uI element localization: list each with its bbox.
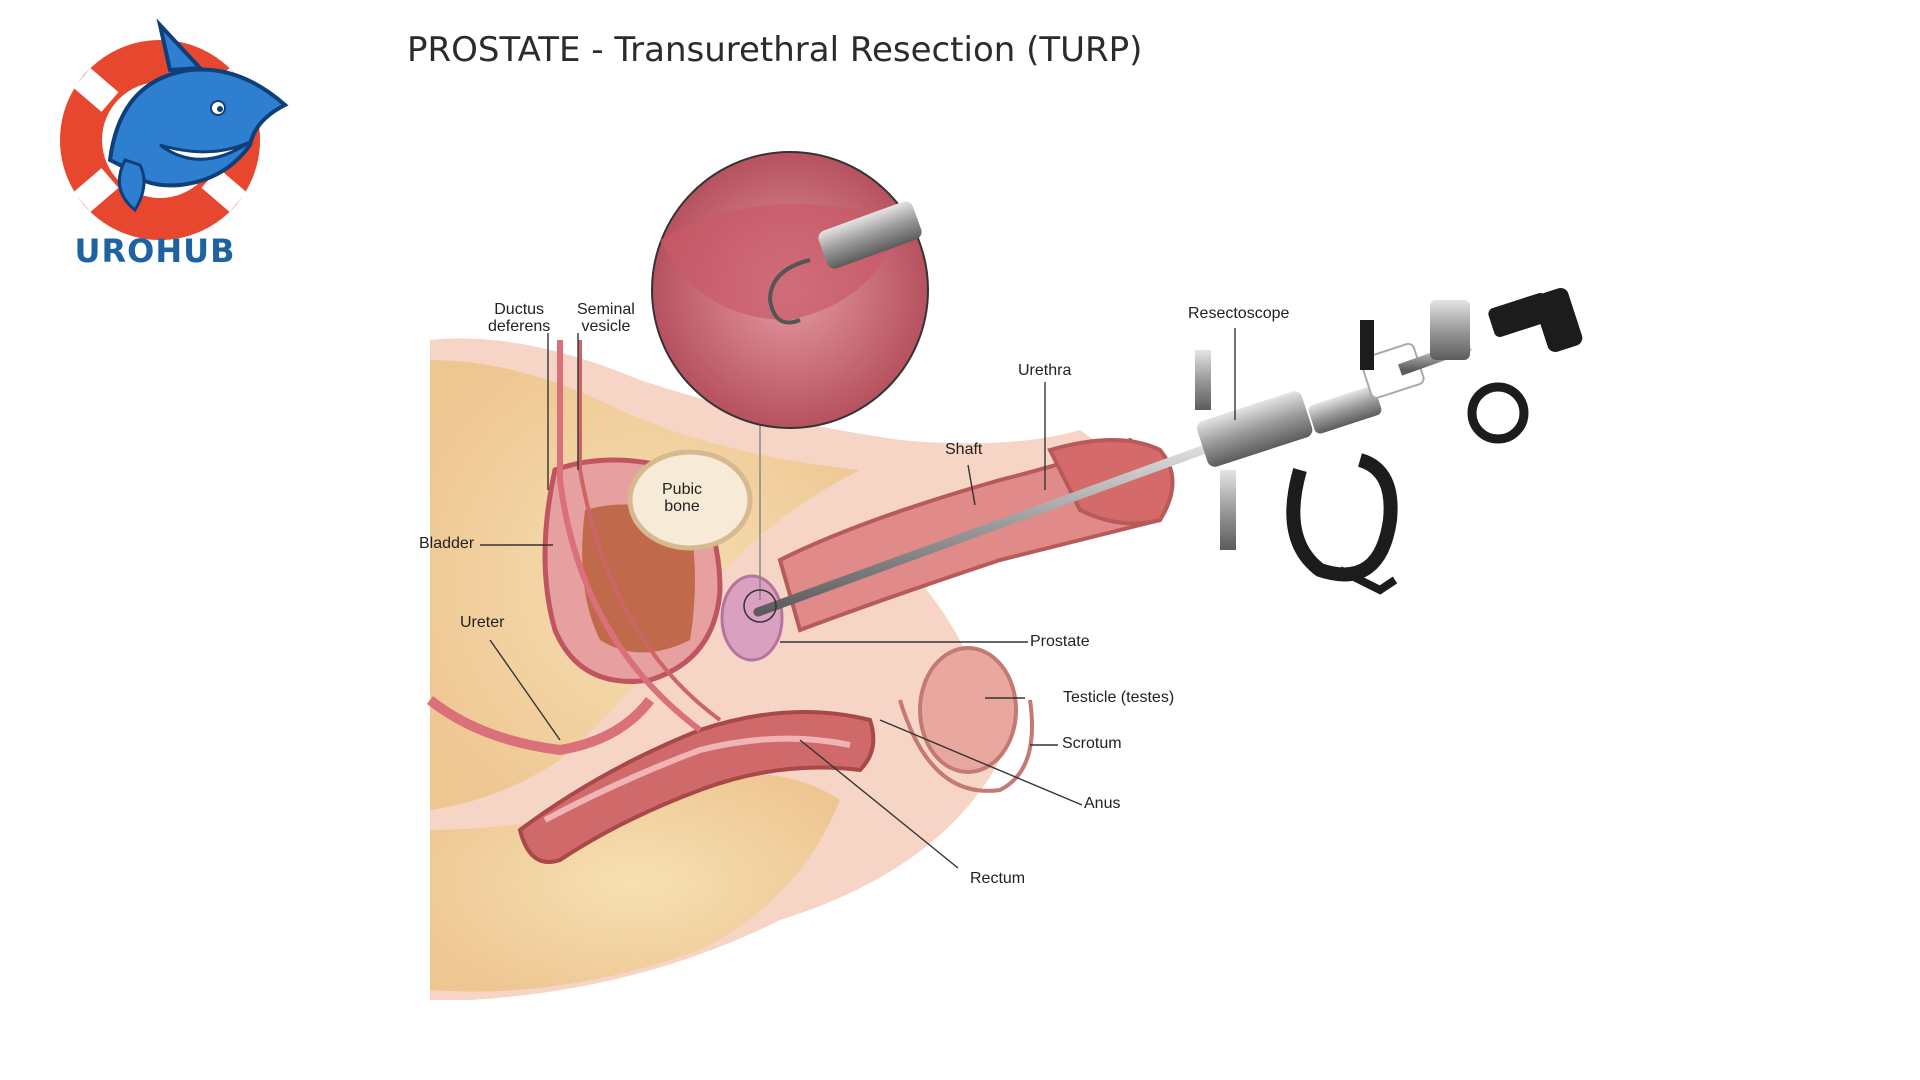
resectoscope-icon: [753, 287, 1583, 617]
brand-name: UROHUB: [74, 232, 236, 270]
rectum: [517, 710, 876, 864]
label-pubic-bone: Pubic bone: [662, 481, 703, 515]
label-resectoscope: Resectoscope: [1188, 305, 1290, 322]
urohub-logo: [60, 18, 289, 240]
ductus-deferens: [557, 340, 722, 733]
label-anus: Anus: [1084, 795, 1121, 812]
label-rectum: Rectum: [970, 870, 1026, 887]
ureter: [426, 696, 654, 756]
magnifier-inset-icon: [651, 151, 929, 623]
leader-lines: [480, 328, 1236, 869]
label-seminal-vesicle: Seminal vesicle: [577, 301, 635, 335]
testicle: [898, 646, 1034, 793]
label-urethra: Urethra: [1018, 362, 1072, 379]
pubic-bone: [627, 449, 753, 551]
page-title: PROSTATE - Transurethral Resection (TURP…: [407, 30, 1143, 70]
label-ductus-deferens: Ductus deferens: [488, 301, 551, 335]
shark-mascot-icon: [107, 18, 289, 213]
label-shaft: Shaft: [945, 441, 983, 458]
label-scrotum: Scrotum: [1062, 735, 1122, 752]
label-testicle: Testicle (testes): [1063, 689, 1175, 706]
label-prostate: Prostate: [1030, 633, 1090, 650]
label-ureter: Ureter: [460, 614, 505, 631]
label-bladder: Bladder: [419, 535, 475, 552]
prostate: [720, 574, 784, 662]
body-section: [430, 338, 1150, 1000]
